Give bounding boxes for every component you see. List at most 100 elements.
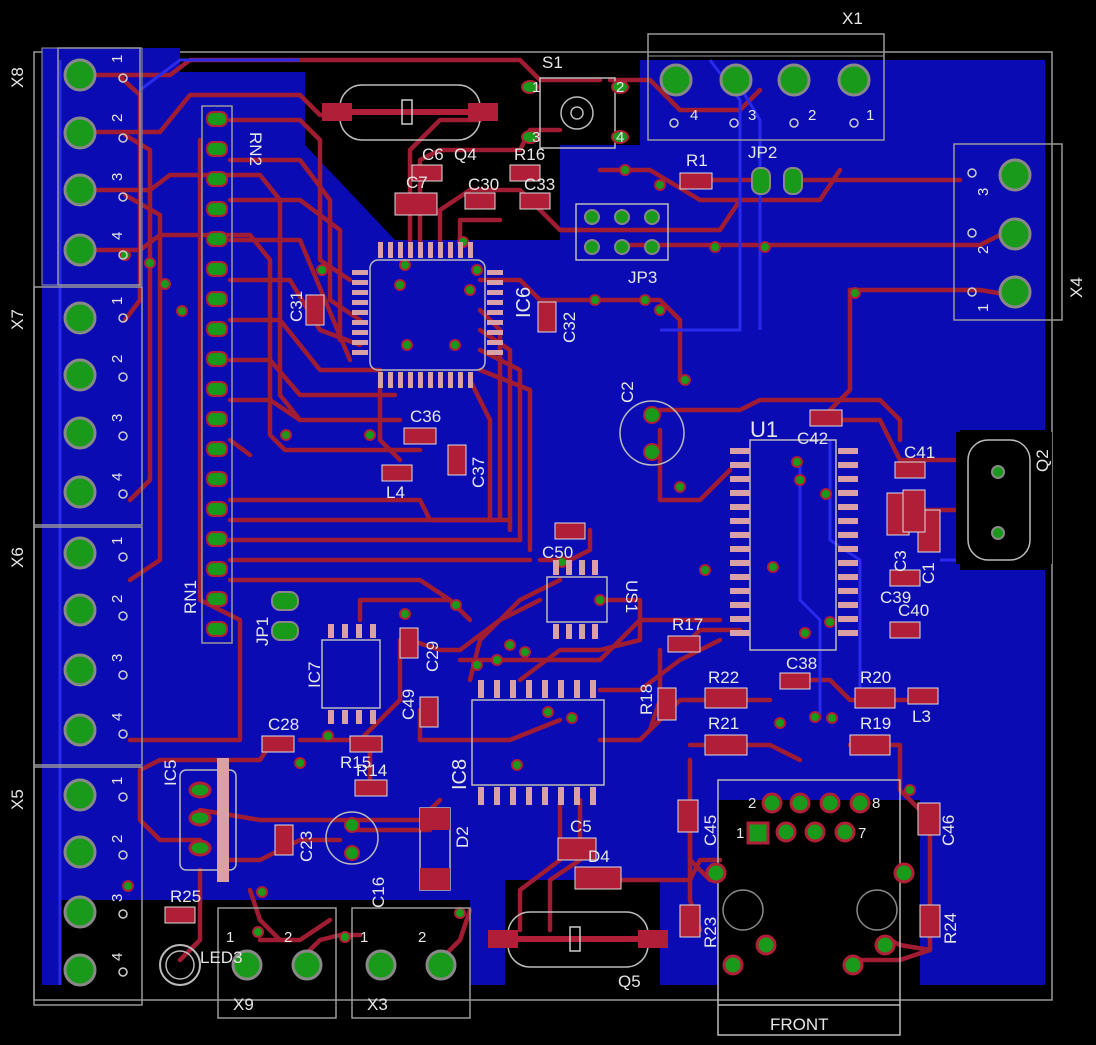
pin-x8-3: 3	[109, 173, 126, 181]
smd-passives	[164, 164, 941, 938]
capacitor-c2	[619, 400, 685, 466]
label-x5: X5	[8, 789, 27, 810]
pin-x6-4: 4	[109, 713, 126, 721]
label-r22: R22	[708, 668, 739, 687]
pin-front-7: 7	[858, 825, 866, 842]
label-r16: R16	[514, 145, 545, 164]
pin-x7-1: 1	[109, 297, 126, 305]
label-x4: X4	[1067, 277, 1086, 298]
label-rn2: RN2	[246, 132, 265, 166]
capacitor-c16	[325, 811, 379, 865]
label-r21: R21	[708, 714, 739, 733]
pin-x1-2: 2	[808, 107, 816, 124]
pin-x4-1: 1	[975, 304, 992, 312]
label-c31: C31	[287, 291, 306, 322]
label-c29: C29	[423, 641, 442, 672]
label-r24: R24	[941, 913, 960, 944]
label-jp3: JP3	[628, 268, 657, 287]
pin-x6-3: 3	[109, 654, 126, 662]
label-x8: X8	[8, 67, 27, 88]
pin-x8-1: 1	[109, 55, 126, 63]
label-c32: C32	[560, 312, 579, 343]
label-jp1: JP1	[253, 617, 272, 646]
label-s1: S1	[542, 53, 563, 72]
label-c39: C39	[880, 588, 911, 607]
label-c30: C30	[468, 175, 499, 194]
label-c38: C38	[786, 654, 817, 673]
label-q4: Q4	[454, 145, 477, 164]
led-led3	[159, 944, 201, 986]
header-jp2	[751, 167, 803, 195]
pin-x7-3: 3	[109, 414, 126, 422]
terminal-block-x6	[33, 526, 143, 766]
terminal-block-x8	[41, 47, 143, 286]
label-c36: C36	[410, 407, 441, 426]
label-c2: C2	[618, 381, 637, 403]
label-led3: LED3	[200, 948, 243, 967]
pin-x7-4: 4	[109, 473, 126, 481]
pin-front-8: 8	[872, 795, 880, 812]
label-c7: C7	[406, 173, 428, 192]
pin-x5-2: 2	[109, 835, 126, 843]
ic5-regulator	[179, 758, 237, 882]
label-jp2: JP2	[748, 143, 777, 162]
trace-group	[87, 57, 1013, 963]
label-c49: C49	[399, 689, 418, 720]
pin-x7-2: 2	[109, 355, 126, 363]
crystal-q2	[956, 432, 1052, 564]
terminal-block-x4	[953, 143, 1063, 321]
pin-s1-1: 1	[532, 79, 540, 96]
pin-x9-2: 2	[284, 929, 292, 946]
pin-x5-3: 3	[109, 894, 126, 902]
label-ic5: IC5	[161, 760, 180, 786]
label-us1: US1	[622, 580, 641, 613]
label-c42: C42	[797, 429, 828, 448]
u1-chip	[730, 439, 858, 651]
pin-x4-3: 3	[975, 188, 992, 196]
label-c5: C5	[570, 817, 592, 836]
label-x6: X6	[8, 547, 27, 568]
via-group	[119, 164, 916, 943]
label-rn1: RN1	[181, 580, 200, 614]
label-x9: X9	[233, 995, 254, 1014]
label-c40: C40	[898, 601, 929, 620]
pin-x4-2: 2	[975, 246, 992, 254]
label-ic8: IC8	[449, 759, 471, 790]
pin-x6-2: 2	[109, 595, 126, 603]
pin-s1-2: 2	[616, 79, 624, 96]
header-jp3	[575, 203, 669, 261]
terminal-block-x7	[33, 286, 143, 526]
label-ic7: IC7	[305, 662, 324, 688]
label-r23: R23	[701, 917, 720, 948]
pin-x5-4: 4	[109, 953, 126, 961]
label-c1: C1	[919, 562, 938, 584]
label-q5: Q5	[618, 972, 641, 991]
label-x1: X1	[842, 9, 863, 28]
label-c6: C6	[422, 145, 444, 164]
terminal-block-x9	[217, 907, 337, 1019]
diode-d2	[419, 807, 451, 891]
label-front: FRONT	[770, 1015, 829, 1034]
pin-s1-3: 3	[532, 129, 540, 146]
pin-x5-1: 1	[109, 777, 126, 785]
pin-x8-2: 2	[109, 114, 126, 122]
terminal-pad-group	[63, 58, 97, 987]
label-u1: U1	[750, 417, 778, 442]
pin-s1-4: 4	[616, 129, 624, 146]
pin-front-1: 1	[736, 825, 744, 842]
ic7-chip	[321, 624, 381, 724]
label-l3: L3	[912, 707, 931, 726]
label-c16: C16	[369, 877, 388, 908]
label-c37: C37	[469, 457, 488, 488]
pin-x9-1: 1	[226, 929, 234, 946]
silkscreen-labels: X8 X7 X6 X5 X1 X4 X9 X3 FRONT S1 Q4 Q5 Q…	[8, 9, 1086, 1034]
label-x3: X3	[367, 995, 388, 1014]
label-r25: R25	[170, 887, 201, 906]
crystal-q4	[322, 84, 498, 141]
label-r18: R18	[637, 684, 656, 715]
pin-number-labels: 1 2 3 4 1 2 3 4 1 2 3 4 1 2 3 4 4 3 2 1 …	[109, 55, 992, 961]
label-c28: C28	[268, 715, 299, 734]
label-c50: C50	[542, 543, 573, 562]
terminal-block-x3	[351, 907, 471, 1019]
label-d2: D2	[453, 826, 472, 848]
